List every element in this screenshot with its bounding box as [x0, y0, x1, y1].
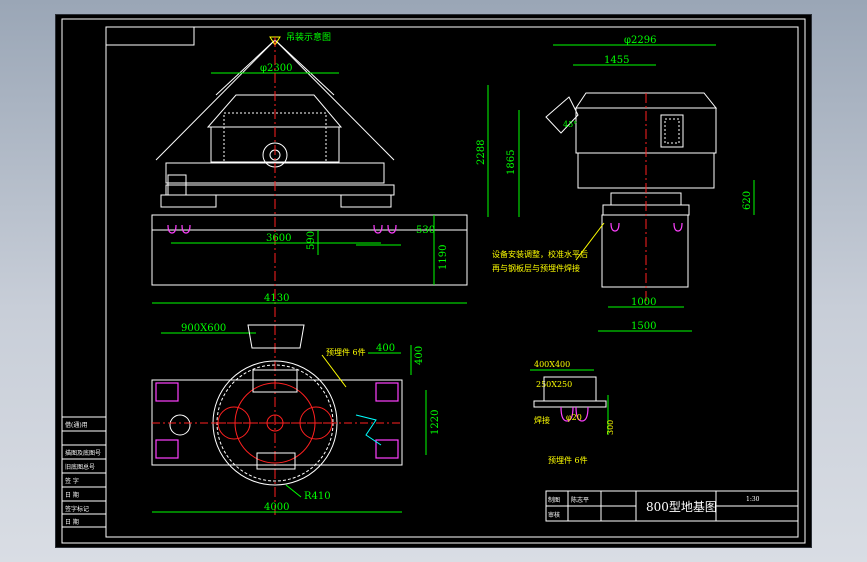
plan-right-height: 1220 [430, 410, 441, 435]
side-outer-width: 1500 [631, 321, 656, 332]
side-top-dia: φ2296 [624, 35, 656, 46]
note-line-2: 再与钢板层与预埋件焊接 [492, 263, 580, 273]
detail-dim-1: φ20 [566, 413, 582, 422]
plan-pocket-width: 400 [376, 343, 395, 354]
plan-pocket-height: 400 [414, 346, 425, 365]
front-total-width: 4130 [264, 293, 289, 304]
drawing-number-box [105, 26, 195, 46]
detail-weld-label: 焊接 [534, 415, 550, 425]
side-table-cell: 日 期 [65, 518, 79, 526]
side-table: 借(通)用 描图及底图号 旧底图总号 签 字 日 期 签字标记 日 期 [61, 416, 107, 528]
lifting-diagram-label: 吊装示意图 [286, 31, 331, 43]
side-table-cell: 旧底图总号 [65, 463, 95, 471]
detail-top-label: 400X400 [534, 360, 570, 369]
side-angle: 45° [563, 120, 577, 129]
side-body-height: 1865 [506, 150, 517, 175]
title-row2-label: 审核 [548, 511, 560, 519]
front-right-offset: 530 [416, 225, 435, 236]
drawing-title: 800型地基图 [646, 500, 717, 514]
detail-plate-label: 250X250 [536, 380, 572, 389]
note-line-1: 设备安装调整，校准水平后 [492, 249, 588, 259]
cad-viewport[interactable]: 借(通)用 描图及底图号 旧底图总号 签 字 日 期 签字标记 日 期 制图 陈… [56, 15, 811, 547]
front-top-dia: φ2300 [260, 63, 292, 74]
side-elevation: φ2296 1455 45° 2288 1865 620 1000 1500 设… [476, 35, 755, 332]
detail-dim-2: 300 [606, 420, 615, 435]
side-inner-width: 1000 [631, 297, 656, 308]
side-table-cell: 日 期 [65, 491, 79, 499]
side-table-cell: 签字标记 [65, 505, 89, 513]
title-block: 制图 陈志平 审核 800型地基图 1:30 [545, 490, 799, 522]
side-base-height: 620 [742, 191, 753, 210]
side-table-cell: 描图及底图号 [65, 449, 101, 457]
side-table-cell: 签 字 [65, 477, 79, 485]
front-elevation: 吊装示意图 φ2300 3600 590 530 1190 4 [151, 31, 468, 515]
front-base-width: 3600 [266, 233, 291, 244]
inner-border [105, 26, 799, 538]
side-table-cell: 借(通)用 [65, 421, 88, 429]
side-total-height: 2288 [476, 140, 487, 165]
detail-embed-label: 预埋件 6件 [548, 455, 588, 465]
front-total-height: 1190 [438, 245, 449, 270]
plan-radius: R410 [304, 491, 331, 502]
drawing-scale: 1:30 [746, 496, 760, 503]
side-inner-dia: 1455 [604, 55, 629, 66]
plan-view: 900X600 预埋件 6件 400 400 1220 [151, 323, 441, 513]
title-row1-label: 制图 [548, 496, 560, 504]
front-pit-depth: 590 [306, 231, 317, 250]
plan-anchor-label: 预埋件 6件 [326, 347, 366, 357]
plan-opening-label: 900X600 [181, 323, 226, 334]
plan-total-width: 4000 [264, 502, 289, 513]
embed-detail: 400X400 250X250 焊接 φ20 300 预埋件 6件 [530, 360, 615, 465]
drawing-sheet: 借(通)用 描图及底图号 旧底图总号 签 字 日 期 签字标记 日 期 制图 陈… [61, 18, 806, 544]
outer-border [61, 18, 806, 544]
title-row1-value: 陈志平 [571, 496, 589, 504]
